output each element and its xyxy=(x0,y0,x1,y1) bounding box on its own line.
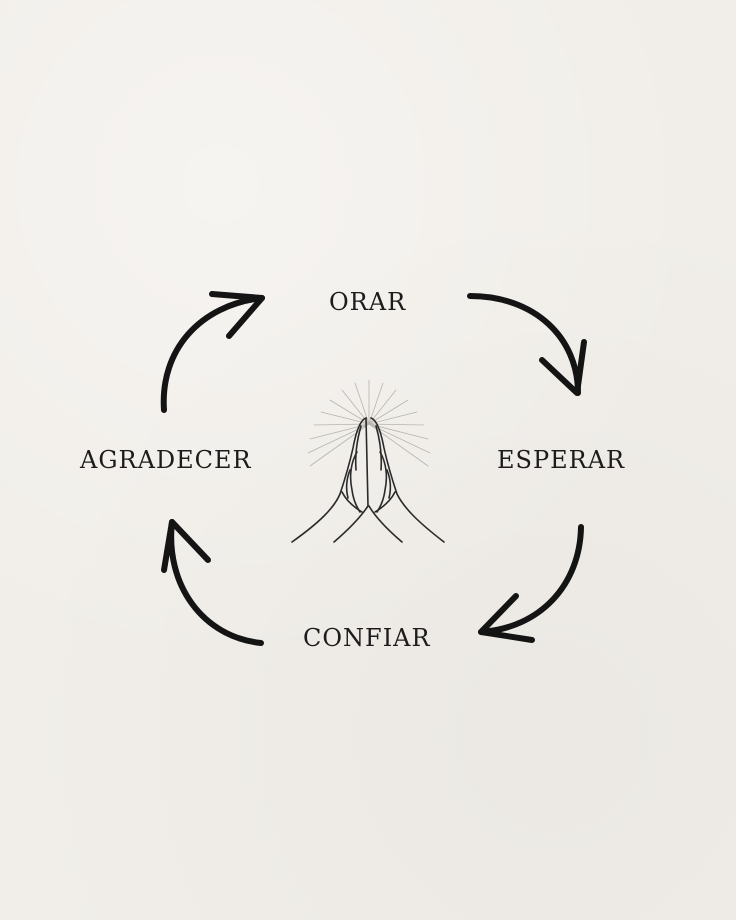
hands xyxy=(291,417,445,543)
step-orar-label: ORAR xyxy=(329,288,407,316)
light-rays xyxy=(307,379,431,467)
arrow-agradecer-to-orar xyxy=(160,291,265,413)
arrow-esperar-to-confiar xyxy=(478,524,584,643)
arrow-confiar-to-agradecer xyxy=(161,519,264,646)
arrow-orar-to-esperar xyxy=(467,293,587,396)
praying-hands-icon xyxy=(291,379,445,543)
step-confiar-label: CONFIAR xyxy=(303,624,431,652)
step-esperar-label: ESPERAR xyxy=(497,446,626,474)
step-agradecer-label: AGRADECER xyxy=(80,446,252,474)
